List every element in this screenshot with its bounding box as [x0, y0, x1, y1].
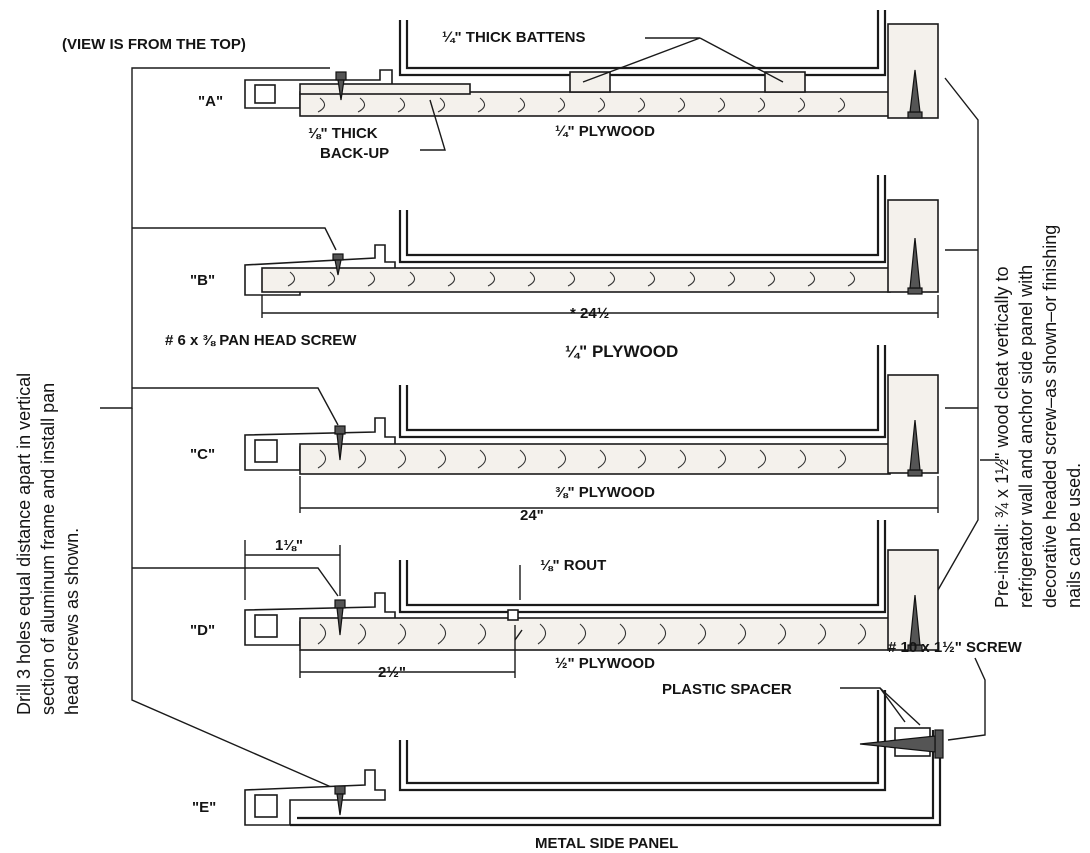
right-note-line-2: refrigerator wall and anchor side panel …	[1016, 265, 1036, 608]
dim-c-label: 24"	[520, 507, 544, 524]
right-note-line-3: decorative headed screw–as shown–or fini…	[1040, 225, 1060, 608]
dim-d-left-label: 1⅛"	[275, 537, 303, 554]
right-note-line-1: Pre-install: ¾ x 1½" wood cleat vertical…	[992, 266, 1012, 608]
section-c	[244, 345, 939, 513]
plywood-d-label: ½" PLYWOOD	[555, 655, 655, 672]
pan-screw-label: # 6 x ⅜ PAN HEAD SCREW	[165, 332, 357, 349]
dim-d-bottom-label: 2½"	[378, 664, 406, 681]
plastic-spacer-label: PLASTIC SPACER	[662, 681, 792, 698]
plywood-c-label: ⅜" PLYWOOD	[555, 484, 655, 501]
rout-label: ⅛" ROUT	[540, 557, 606, 574]
left-leader-lines	[100, 67, 339, 791]
section-d-label: "D"	[190, 622, 215, 639]
right-note-line-4: nails can be used.	[1064, 463, 1084, 608]
backup-label-line1: ⅛" THICK	[308, 125, 378, 142]
section-e	[244, 657, 986, 827]
section-a-label: "A"	[198, 93, 223, 110]
section-e-label: "E"	[192, 799, 216, 816]
metal-side-panel-label: METAL SIDE PANEL	[535, 835, 678, 852]
plywood-a-label: ¼" PLYWOOD	[555, 123, 655, 140]
left-note-line-3: head screws as shown.	[62, 528, 82, 715]
left-note-line-2: section of aluminum frame and install pa…	[38, 383, 58, 715]
left-note: Drill 3 holes equal distance apart in ve…	[14, 373, 82, 715]
view-note: (VIEW IS FROM THE TOP)	[62, 36, 246, 53]
left-note-line-1: Drill 3 holes equal distance apart in ve…	[14, 373, 34, 715]
backup-label-line2: BACK-UP	[320, 145, 389, 162]
dim-b-label: * 24½	[570, 305, 609, 322]
right-note: Pre-install: ¾ x 1½" wood cleat vertical…	[992, 225, 1084, 608]
right-leader-lines	[937, 77, 1000, 591]
section-d	[244, 520, 939, 678]
plywood-b-label: ¼" PLYWOOD	[565, 342, 678, 361]
section-a	[244, 10, 939, 151]
section-b	[244, 175, 939, 318]
section-c-label: "C"	[190, 446, 215, 463]
battens-label: ¼" THICK BATTENS	[442, 29, 586, 46]
screw-10-label: # 10 x 1½" SCREW	[888, 639, 1023, 656]
section-b-label: "B"	[190, 272, 215, 289]
